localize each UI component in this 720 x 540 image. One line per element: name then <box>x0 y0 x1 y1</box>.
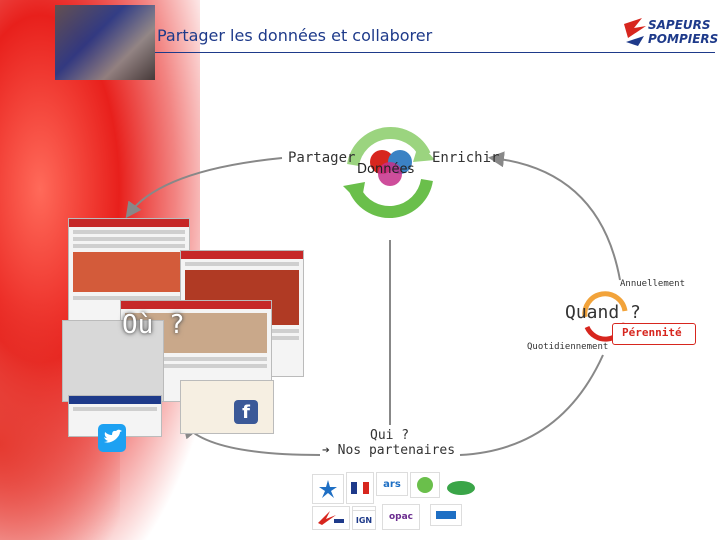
right-arc <box>488 151 621 281</box>
label-qui: Qui ? <box>370 428 410 443</box>
green-oval-logo <box>446 478 476 498</box>
ars-logo-text: ars <box>383 478 401 490</box>
label-quand: Quand ? <box>565 302 641 323</box>
lower-right-arc <box>459 354 604 456</box>
cycle-arrows-icon <box>343 127 435 218</box>
samu-logo <box>312 474 344 504</box>
speech-bubbles-icon <box>370 150 412 186</box>
label-ou: Où ? <box>122 310 185 340</box>
map-screenshot <box>62 320 164 402</box>
facebook-screenshot <box>180 380 274 434</box>
durability-badge <box>612 323 696 345</box>
twitter-bird-icon <box>104 429 122 443</box>
left-arc <box>125 157 283 219</box>
twitter-icon[interactable] <box>98 424 126 452</box>
sapeurs-pompiers-logo: SAPEURS POMPIERS <box>620 16 718 54</box>
opac-logo-text: opac <box>388 512 414 522</box>
ars-logo: ars <box>376 472 408 496</box>
blue-partner-logo <box>430 504 462 526</box>
flame-logo-icon <box>624 18 646 46</box>
opac-logo: opac <box>382 504 420 530</box>
title-underline <box>155 22 715 53</box>
ign-logo-text: IGN <box>355 515 373 525</box>
sdis-logo <box>312 506 350 530</box>
label-perennite: Pérennité <box>622 326 682 339</box>
logo-line2: POMPIERS <box>648 32 719 46</box>
firefighter-photo-collage <box>55 5 155 80</box>
ign-logo: IGN <box>352 510 376 530</box>
label-quotidiennement: Quotidiennement <box>527 342 609 352</box>
label-annuellement: Annuellement <box>620 279 686 289</box>
sdis-flame-icon <box>318 511 344 525</box>
label-enrichir: Enrichir <box>432 150 500 166</box>
green-partner-logo <box>410 472 440 498</box>
label-partager: Partager <box>288 150 356 166</box>
slide-title: Partager les données et collaborer <box>157 26 433 45</box>
prefecture-logo <box>346 472 374 504</box>
star-of-life-icon <box>319 480 337 498</box>
label-nos-partenaires: ➔ Nos partenaires <box>322 443 456 458</box>
center-label-donnees: Données <box>357 162 415 177</box>
logo-line1: SAPEURS <box>648 18 711 32</box>
facebook-icon[interactable]: f <box>234 400 258 424</box>
